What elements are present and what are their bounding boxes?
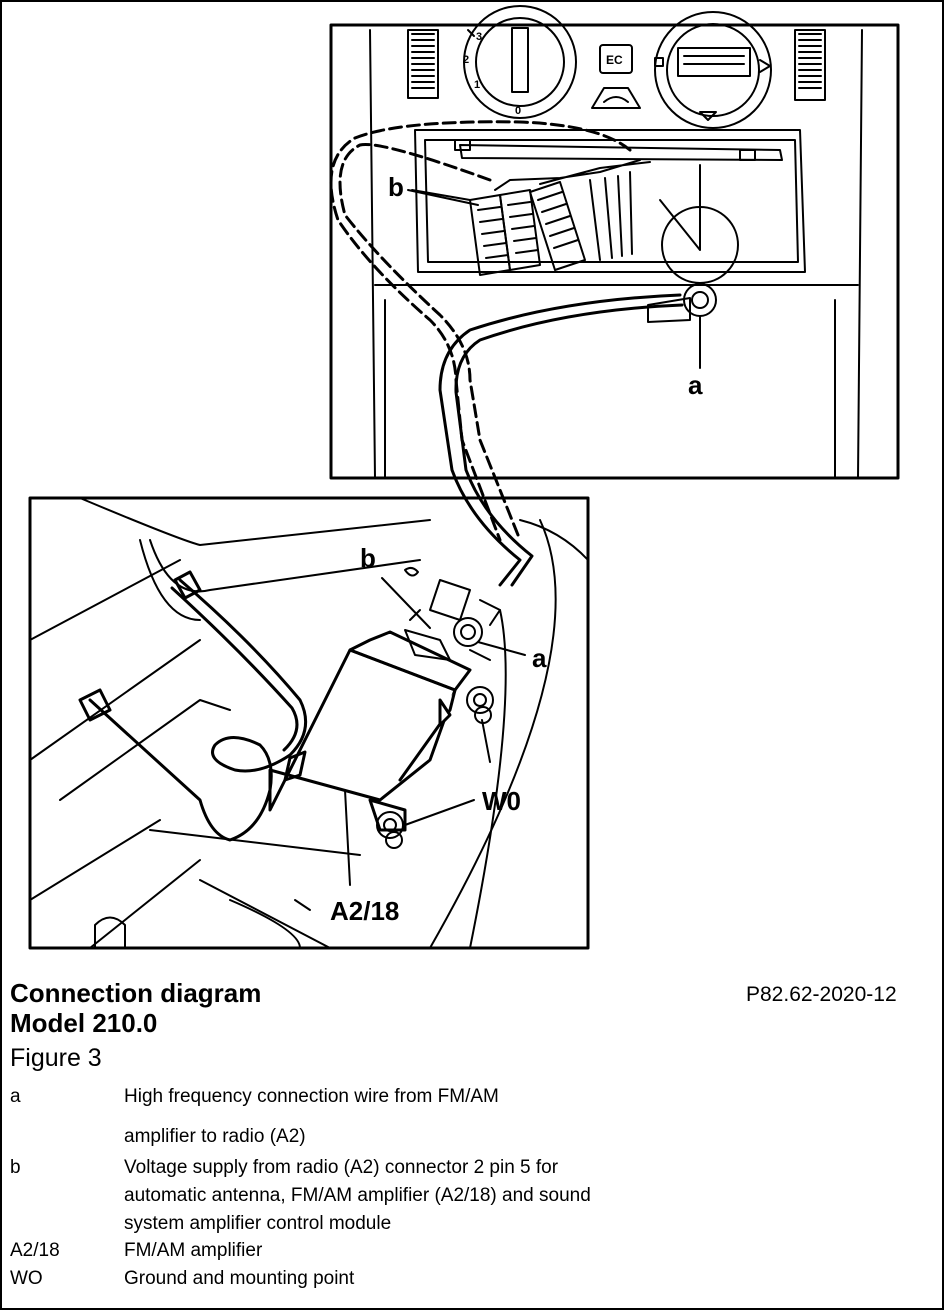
legend-key: b (10, 1157, 21, 1178)
legend-item: a High frequency connection wire from FM… (0, 1084, 944, 1147)
amplifier-connectors (404, 579, 501, 661)
console-panel (369, 29, 863, 479)
legend-key: WO (10, 1268, 43, 1289)
callout-a-top: a (688, 370, 703, 400)
radio-opening (414, 129, 806, 284)
temperature-dial (654, 11, 772, 129)
amplifier-inset (28, 189, 590, 950)
legend-text: Voltage supply from radio (A2) connector… (124, 1157, 559, 1178)
legend-text: automatic antenna, FM/AM amplifier (A2/1… (124, 1185, 591, 1206)
dial-number: 1 (474, 79, 480, 91)
wiring-harness (78, 570, 308, 842)
reference-code: P82.62-2020-12 (746, 983, 897, 1006)
connection-illustration: 3 2 1 0 EC (28, 5, 900, 950)
dial-number: 3 (476, 31, 482, 43)
callout-leaders (344, 189, 526, 886)
legend-item: A2/18 FM/AM amplifier (0, 1238, 944, 1264)
ground-point-upper (466, 686, 494, 724)
callout-a-bottom: a (532, 643, 547, 673)
diagram-title: Connection diagram (10, 978, 262, 1008)
legend-item: WO Ground and mounting point (0, 1266, 944, 1292)
air-vent-left (407, 29, 439, 99)
callout-b-top: b (388, 172, 404, 202)
callout-b-bottom: b (360, 543, 376, 573)
radio-connectors (469, 159, 651, 276)
trunk-structure (29, 497, 589, 949)
legend-text: system amplifier control module (124, 1213, 392, 1234)
ec-label: EC (606, 53, 623, 67)
voltage-supply-wire-dashed (338, 142, 522, 542)
callout-a2-18: A2/18 (330, 896, 400, 926)
legend-text: amplifier to radio (A2) (124, 1126, 306, 1147)
dial-number: 2 (463, 54, 469, 66)
legend-text: FM/AM amplifier (124, 1240, 263, 1261)
dashboard-inset: 3 2 1 0 EC (329, 5, 900, 480)
air-vent-right (794, 29, 826, 101)
hf-antenna-wire (438, 293, 682, 587)
model-label: Model 210.0 (10, 1008, 158, 1038)
legend-key: a (10, 1086, 21, 1107)
legend-item: b Voltage supply from radio (A2) connect… (0, 1155, 944, 1235)
legend-text: High frequency connection wire from FM/A… (124, 1086, 499, 1107)
fan-speed-dial (463, 5, 577, 119)
figure-label: Figure 3 (10, 1044, 102, 1072)
dial-number: 0 (515, 105, 521, 117)
fm-am-amplifier (268, 630, 472, 832)
ec-button (591, 44, 641, 109)
ground-point-lower (376, 811, 404, 849)
legend-key: A2/18 (10, 1240, 60, 1261)
callout-w0: W0 (482, 786, 521, 816)
antenna-socket (647, 283, 717, 369)
legend-text: Ground and mounting point (124, 1268, 355, 1289)
